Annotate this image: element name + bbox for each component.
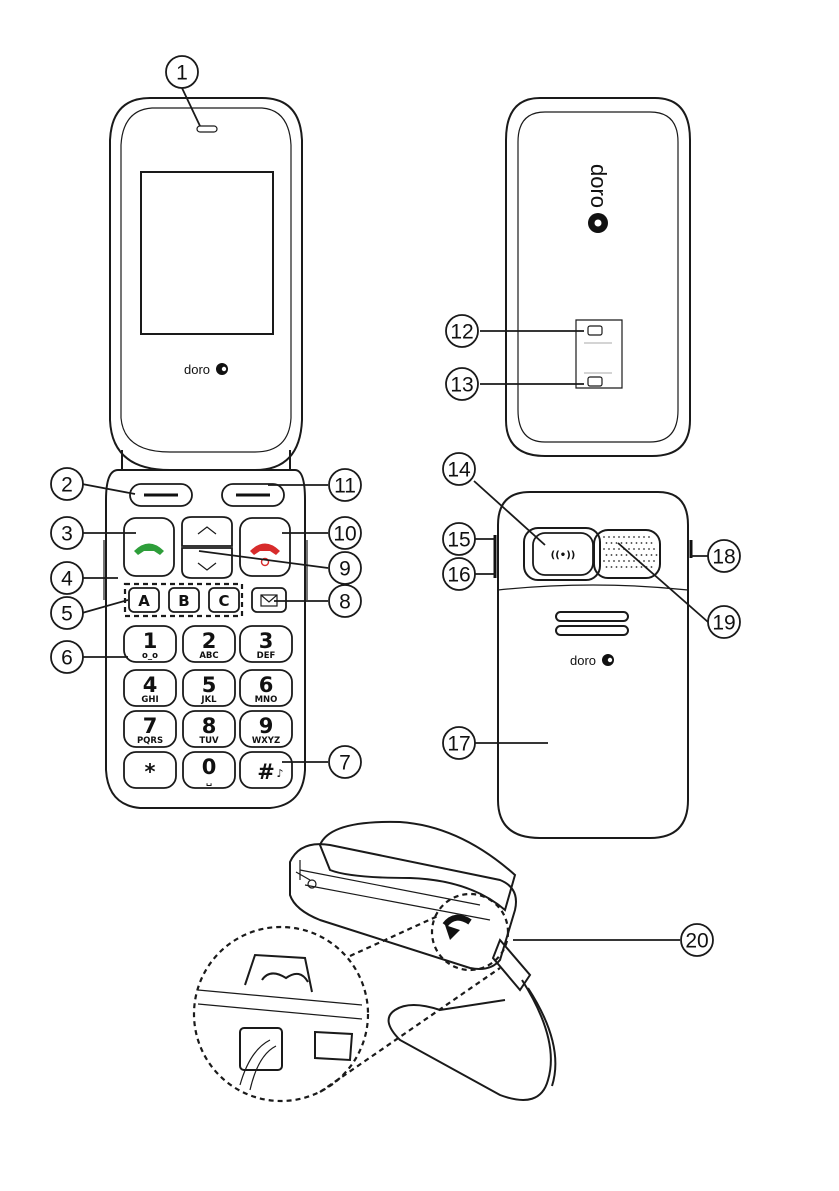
callout-label: 2 [61, 474, 73, 497]
key-digit: 5 [202, 673, 217, 697]
back-phone-closed: doro [506, 98, 690, 456]
key-letters: WXYZ [252, 736, 280, 746]
external-display [588, 377, 602, 386]
callout-label: 3 [61, 523, 73, 546]
key-letters: GHI [141, 695, 158, 705]
callout-label: 16 [447, 564, 470, 587]
key-letters: DEF [257, 651, 276, 661]
doro-logo-back: doro [586, 164, 611, 208]
nav-up-button[interactable] [182, 517, 232, 546]
callout-label: 5 [61, 603, 73, 626]
display-screen [141, 172, 273, 334]
key-letters: JKL [200, 695, 217, 705]
callout-label: 18 [712, 546, 735, 569]
callout-label: 12 [450, 321, 473, 344]
callout-label: 7 [339, 752, 351, 775]
key-digit: 4 [143, 673, 158, 697]
camera-lens [588, 326, 602, 335]
callout-label: 14 [447, 459, 471, 482]
key-digit: * [145, 760, 156, 784]
front-phone: doro A B C [104, 98, 307, 808]
callout-label: 4 [61, 568, 73, 591]
zoom-detail-circle [194, 927, 368, 1101]
key-digit: 6 [259, 673, 274, 697]
key-digit: 3 [259, 629, 274, 653]
speed-dial-b-label: B [178, 592, 189, 610]
key-digit: 0 [202, 755, 217, 779]
key-letters: MNO [255, 695, 278, 705]
key-digit: 9 [259, 714, 274, 738]
callout-label: 13 [450, 374, 473, 397]
callout-label: 20 [685, 930, 708, 953]
message-button[interactable] [252, 588, 286, 612]
callout-label: 8 [339, 591, 351, 614]
callout-label: 9 [339, 558, 351, 581]
lanyard-detail [194, 822, 555, 1101]
key-letters: ABC [199, 651, 218, 661]
assistance-icon: ((•)) [551, 550, 576, 561]
doro-logo-front: doro [184, 362, 210, 377]
callout-label: 11 [334, 475, 356, 498]
callout-label: 6 [61, 647, 73, 670]
doro-logo-rear: doro [570, 653, 596, 668]
speed-dial-a-label: A [138, 592, 150, 610]
key-digit: 1 [143, 629, 158, 653]
speed-dial-c-label: C [218, 592, 229, 610]
earpiece [197, 126, 217, 132]
callout-label: 1 [176, 62, 188, 85]
leader-lines [82, 88, 708, 940]
callout-label: 19 [712, 612, 735, 635]
key-letters: PQRS [137, 736, 163, 746]
key-digit: # [257, 760, 275, 784]
key-digit: 2 [202, 629, 217, 653]
back-phone-rear: ((•)) doro [495, 492, 691, 838]
callout-label: 17 [447, 733, 470, 756]
key-letters: ␣ [206, 777, 212, 787]
silent-icon: ♪ [276, 767, 283, 780]
callout-label: 10 [333, 523, 356, 546]
callout-label: 15 [447, 529, 470, 552]
key-digit: 8 [202, 714, 217, 738]
key-letters: TUV [199, 736, 219, 746]
key-letters: o_o [142, 651, 158, 661]
key-digit: 7 [143, 714, 158, 738]
speaker-grille [603, 536, 657, 568]
